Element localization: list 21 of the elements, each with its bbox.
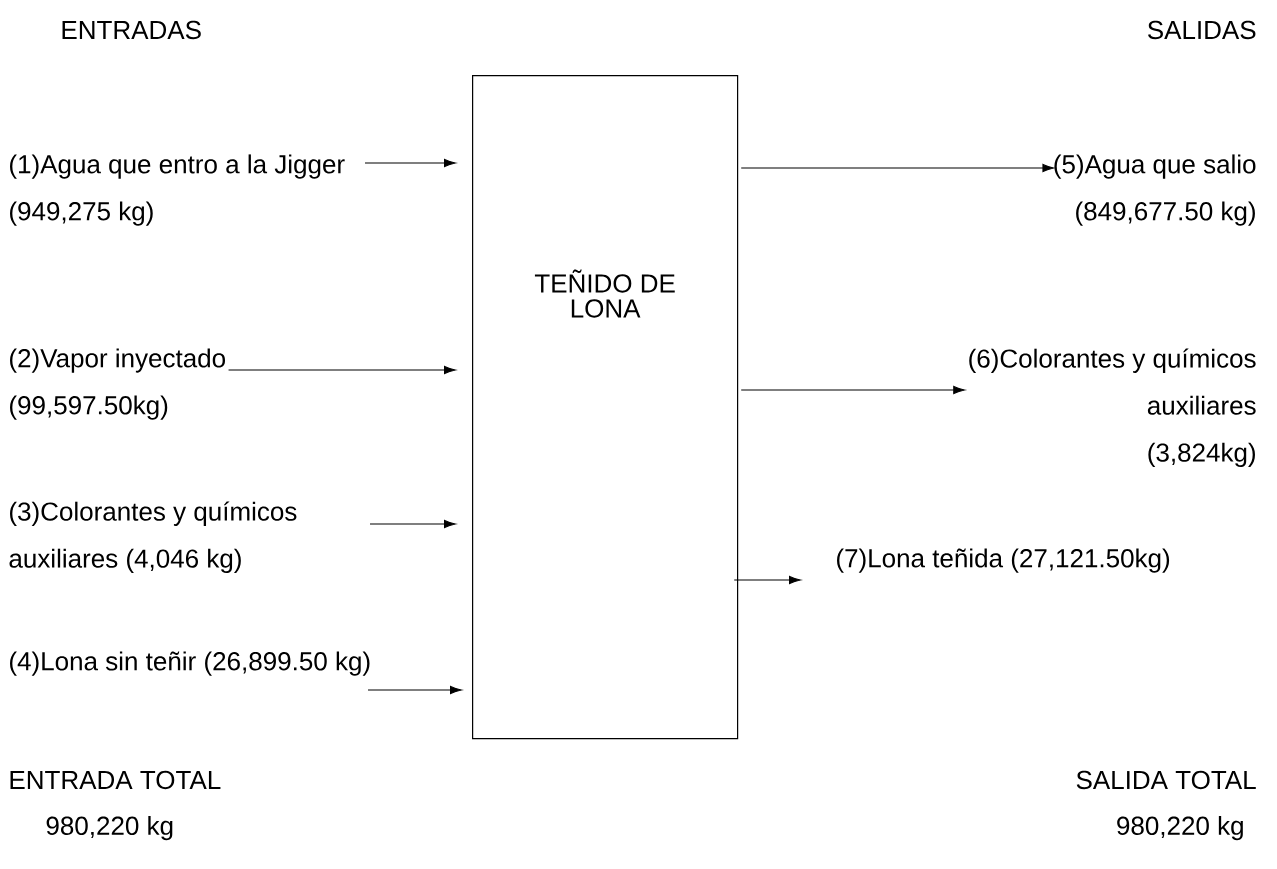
text-label: ENTRADA TOTAL bbox=[10, 770, 221, 790]
text-label: ENTRADAS bbox=[62, 20, 201, 40]
arrow bbox=[364, 158, 456, 168]
arrow bbox=[369, 519, 456, 529]
flow-label: (6)Colorantes y químicos auxiliares (3,824kg) bbox=[969, 348, 1256, 467]
flow-label: (2)Vapor inyectado (99,597.50kg) bbox=[10, 348, 225, 420]
flow-label: (7)Lona teñida (27,121.50kg) bbox=[837, 548, 1170, 573]
process-box: TEÑIDO DE LONA bbox=[472, 75, 739, 740]
arrow bbox=[367, 685, 462, 695]
text-label: SALIDAS bbox=[1148, 20, 1256, 40]
arrow bbox=[733, 575, 801, 585]
arrow bbox=[227, 365, 456, 375]
flow-label: (3)Colorantes y químicos auxiliares (4,046 kg) bbox=[9, 501, 297, 573]
text-label: 980,220 kg bbox=[1117, 815, 1243, 841]
flow-label: (1)Agua que entro a la Jigger (949,275 kg) bbox=[10, 154, 345, 226]
text-label: 980,220 kg bbox=[46, 815, 173, 841]
text-label: SALIDA TOTAL bbox=[1076, 770, 1256, 790]
flow-label: (5)Agua que salio (849,677.50 kg) bbox=[1054, 154, 1256, 226]
arrow bbox=[740, 385, 965, 395]
arrow bbox=[740, 163, 1055, 173]
flow-label: (4)Lona sin teñir (26,899.50 kg) bbox=[10, 651, 370, 676]
